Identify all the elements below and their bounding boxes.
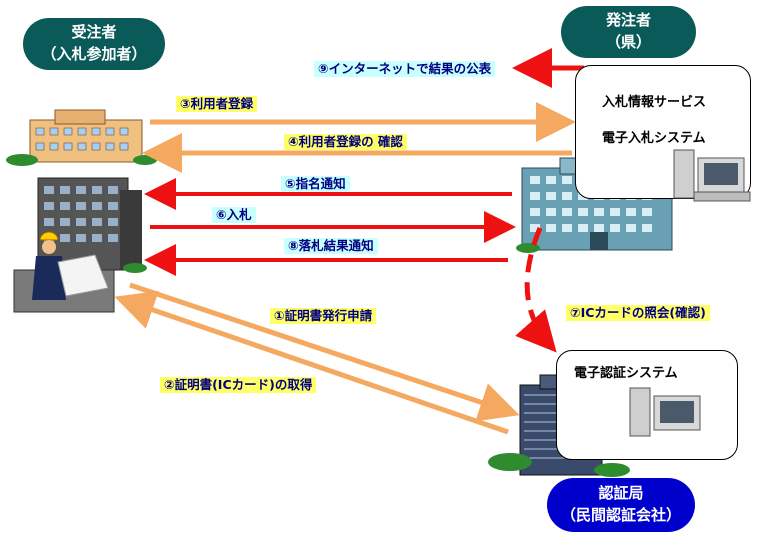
step7-label: ⑦ICカードの照会(確認) [566, 305, 710, 321]
ca-actor: 認証局 （民間認証会社） [547, 478, 695, 532]
client-title: 発注者 [605, 11, 651, 29]
step5-label: ⑤指名通知 [281, 176, 350, 192]
step1-label: ①証明書発行申請 [270, 308, 377, 324]
client-ebid-label: 電子入札システム [602, 131, 706, 146]
step1-arrow [129, 282, 520, 422]
step2-label: ②証明書(ICカード)の取得 [160, 377, 317, 393]
contractor-tower-building-icon [37, 177, 147, 273]
construction-worker-icon [13, 231, 115, 313]
client-actor: 発注者 （県） [561, 6, 696, 58]
ca-computer-icon [629, 387, 701, 437]
contractor-office-building-icon [6, 109, 157, 166]
step7-dashed-arrow [515, 227, 557, 353]
ca-subtitle: （民間認証会社） [560, 506, 681, 524]
step8-label: ⑧落札結果通知 [284, 238, 378, 254]
client-service-label: 入札情報サービス [602, 95, 707, 110]
ca-system-label: 電子認証システム [574, 366, 678, 381]
ca-title: 認証局 [598, 484, 644, 502]
client-subtitle: （県） [605, 33, 651, 51]
step4-label: ④利用者登録の 確認 [284, 134, 407, 150]
step6-label: ⑥入札 [212, 207, 256, 223]
contractor-actor: 受注者 （入札参加者） [23, 18, 165, 70]
step3-label: ③利用者登録 [176, 96, 258, 112]
client-computer-icon [673, 149, 751, 202]
contractor-subtitle: （入札参加者） [41, 45, 147, 63]
step9-label: ⑨インターネットで結果の公表 [314, 61, 496, 77]
step2-arrow [114, 290, 509, 435]
contractor-title: 受注者 [71, 23, 117, 41]
